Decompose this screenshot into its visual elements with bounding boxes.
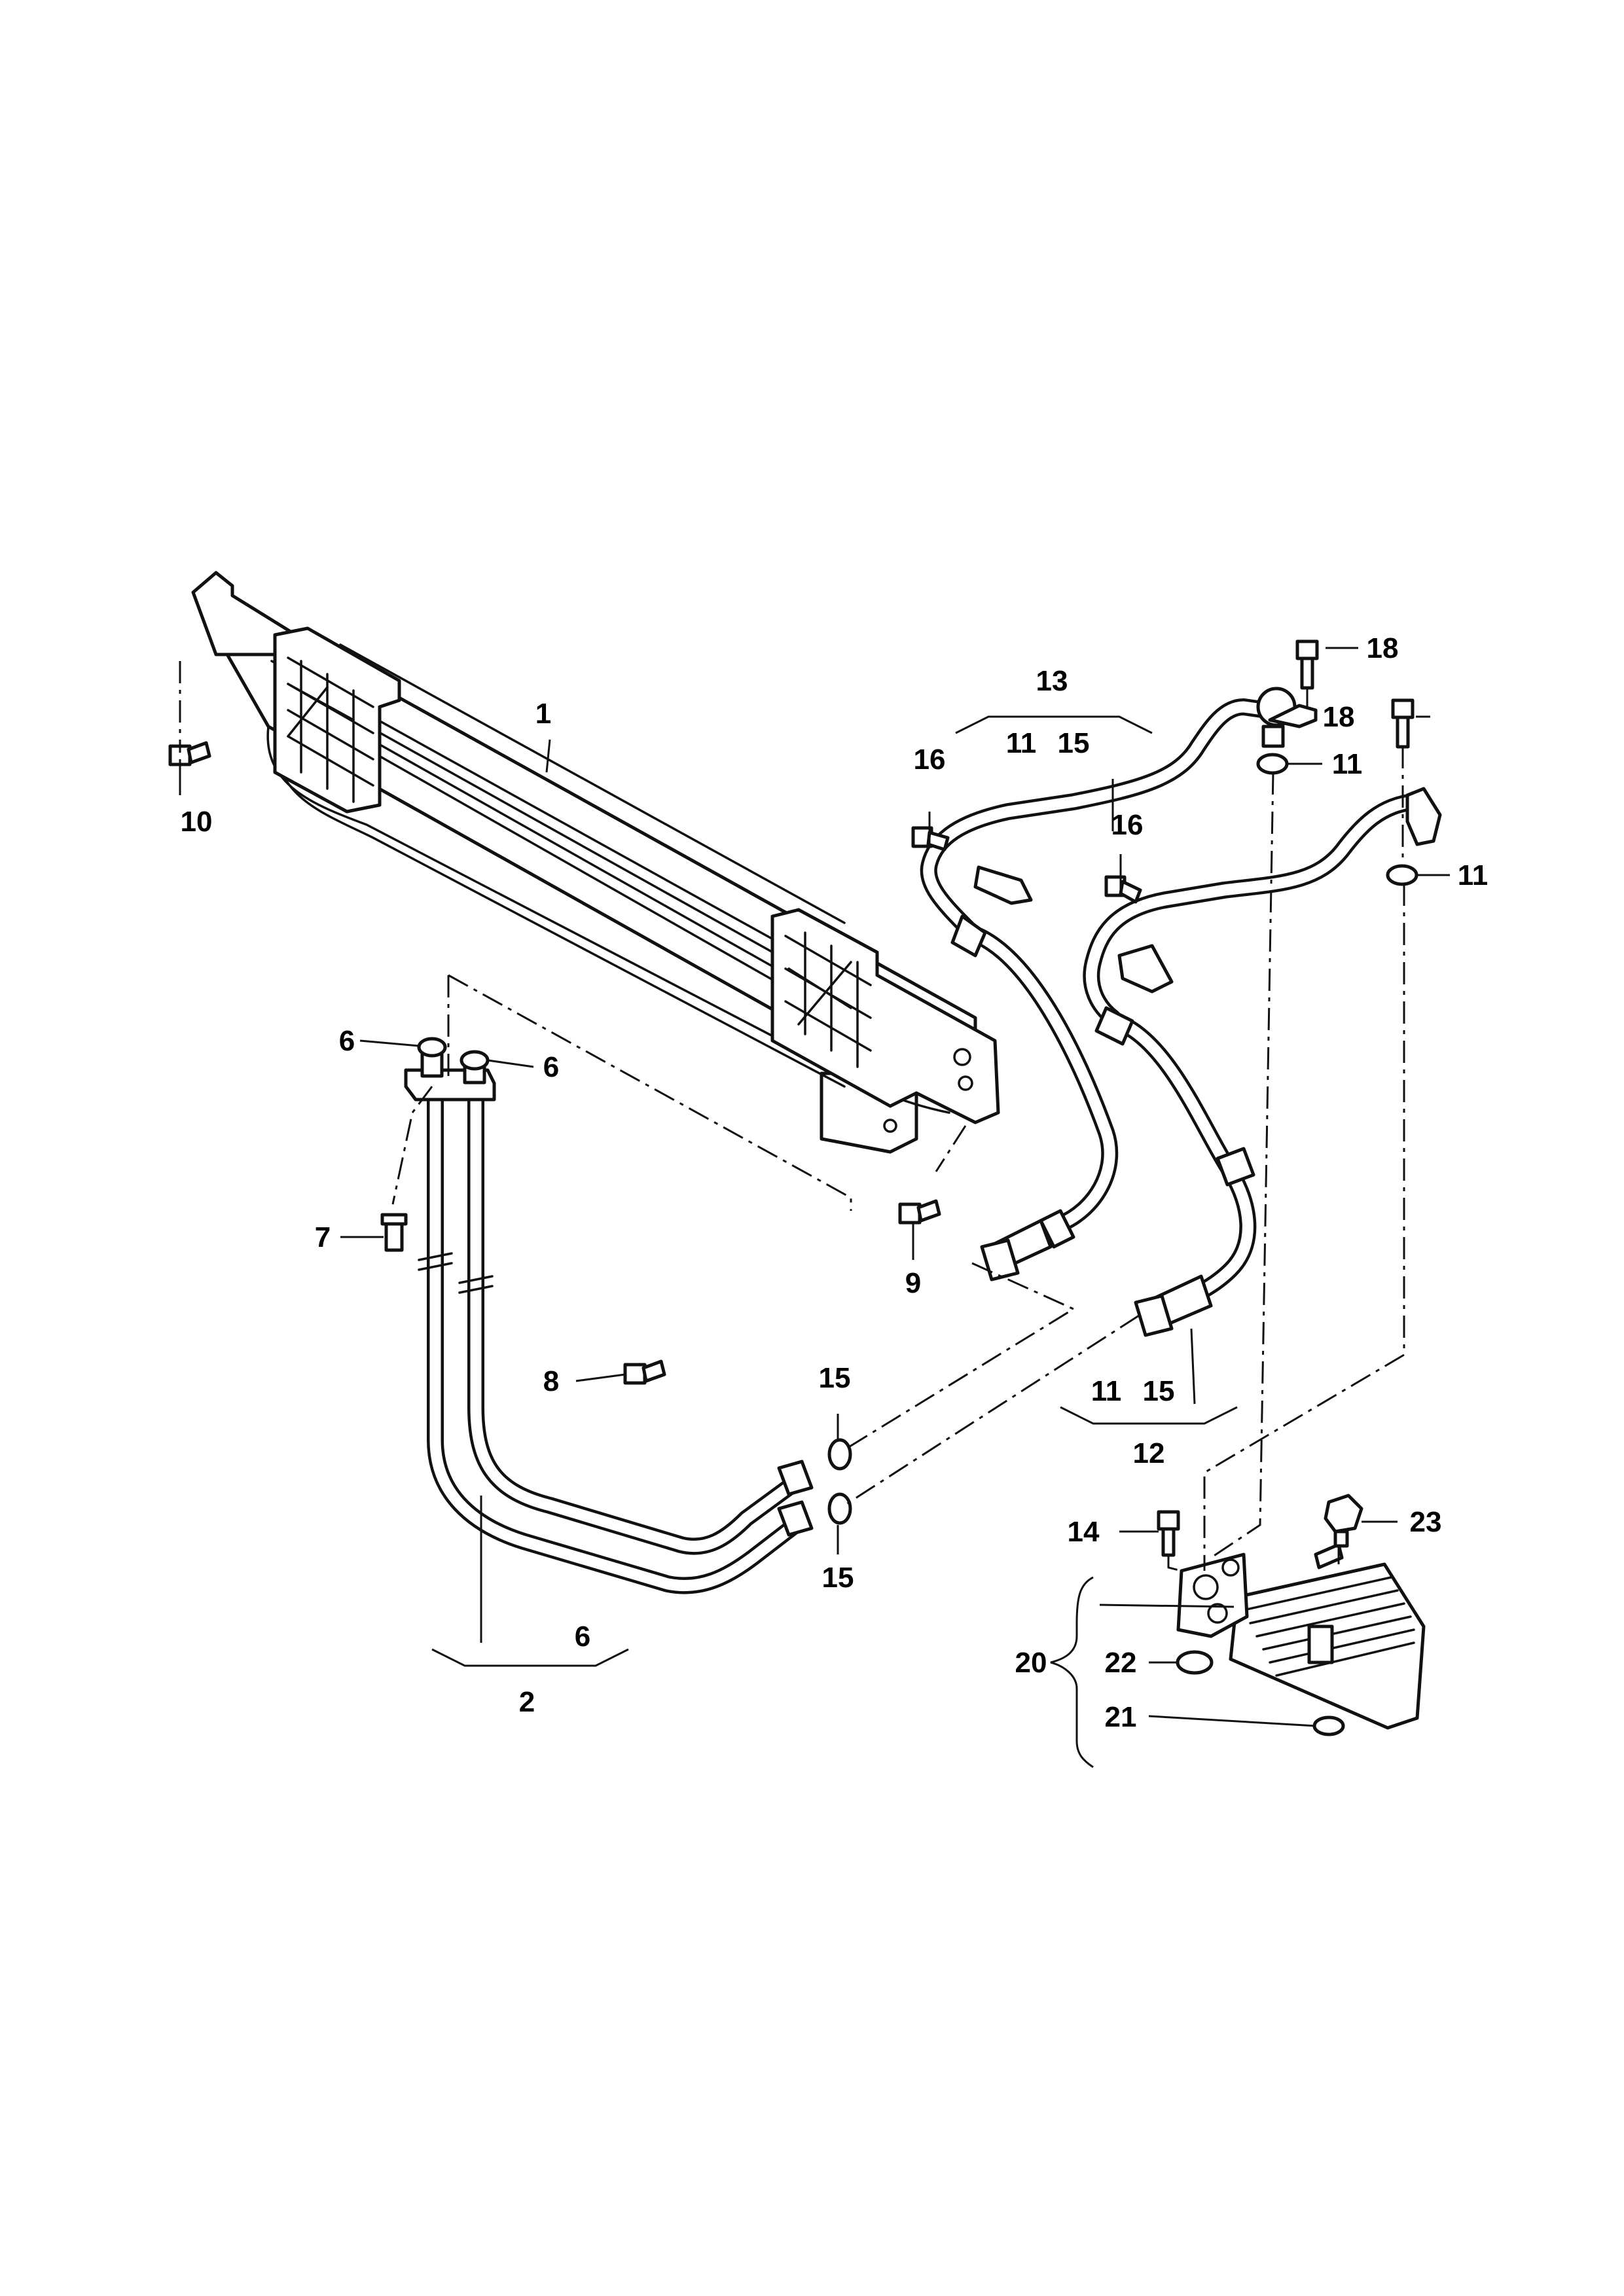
oil-cooler <box>191 571 1000 1154</box>
callout-16: 16 <box>914 744 946 776</box>
callout-21: 21 <box>1105 1701 1137 1733</box>
callout-9: 9 <box>905 1267 921 1299</box>
callout-1: 1 <box>535 698 551 730</box>
lower-pipe-set <box>404 1052 814 1594</box>
callout-2-sub-6: 6 <box>575 1621 590 1653</box>
callout-14: 14 <box>1068 1516 1100 1548</box>
callout-12-sub-15: 15 <box>1143 1375 1175 1407</box>
callout-2: 2 <box>519 1686 535 1718</box>
callout-13: 13 <box>1036 665 1068 697</box>
alignment-axes <box>179 661 1405 1572</box>
callout-23: 23 <box>1410 1506 1442 1538</box>
callout-labels: 1 10 6 6 7 8 9 13 11 15 16 16 18 18 11 1… <box>181 632 1489 1733</box>
auxiliary-oil-cooler <box>1176 1543 1426 1730</box>
callout-18: 18 <box>1323 701 1355 733</box>
callout-6: 6 <box>339 1025 355 1057</box>
callout-12: 12 <box>1133 1437 1165 1469</box>
callout-7: 7 <box>315 1221 331 1253</box>
callout-11: 11 <box>1332 748 1363 780</box>
callout-18: 18 <box>1367 632 1399 664</box>
callout-8: 8 <box>543 1365 559 1397</box>
callout-6: 6 <box>543 1051 559 1083</box>
upper-hoses <box>920 687 1442 1337</box>
callout-11: 11 <box>1458 859 1489 891</box>
callout-22: 22 <box>1105 1647 1137 1679</box>
leader-lines <box>179 647 1450 1768</box>
callout-15: 15 <box>819 1362 851 1394</box>
callout-10: 10 <box>181 806 213 838</box>
callout-13-sub-15: 15 <box>1058 727 1090 759</box>
fasteners <box>168 639 1415 1557</box>
seals <box>417 753 1418 1736</box>
callout-20: 20 <box>1015 1647 1047 1679</box>
callout-13-sub-11: 11 <box>1006 727 1037 759</box>
callout-15: 15 <box>822 1562 854 1594</box>
callout-16: 16 <box>1111 809 1144 841</box>
callout-12-sub-11: 11 <box>1091 1375 1122 1407</box>
